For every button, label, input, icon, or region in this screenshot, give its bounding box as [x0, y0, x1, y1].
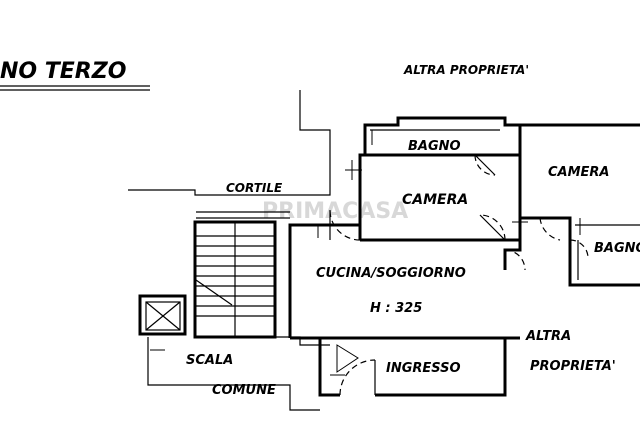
shaft-box: [138, 294, 187, 336]
stairwell: [193, 220, 277, 339]
label-ingresso: INGRESSO: [386, 361, 461, 376]
floor-title: NO TERZO: [0, 59, 126, 84]
wall-ticks: [150, 130, 581, 376]
door-swings: [329, 154, 589, 396]
label-altra-line1: ALTRA: [525, 329, 571, 344]
label-comune: COMUNE: [212, 383, 276, 398]
label-cortile: CORTILE: [226, 181, 283, 195]
label-bagno-right: BAGNO: [594, 241, 640, 256]
label-altra-proprieta-top: ALTRA PROPRIETA': [403, 63, 529, 77]
label-scala: SCALA: [186, 353, 233, 368]
label-cucina-soggiorno: CUCINA/SOGGIORNO: [316, 266, 466, 281]
label-camera-center: CAMERA: [402, 192, 468, 208]
scala-comune-outline-2: [195, 336, 330, 346]
label-bagno-top: BAGNO: [408, 139, 461, 154]
apartment-walls: [288, 116, 640, 397]
scala-comune-outline: [147, 337, 320, 411]
cortile-outline: [128, 90, 331, 196]
label-height: H : 325: [370, 301, 422, 316]
label-altra-line2: PROPRIETA': [530, 359, 616, 374]
label-camera-right: CAMERA: [548, 165, 610, 180]
